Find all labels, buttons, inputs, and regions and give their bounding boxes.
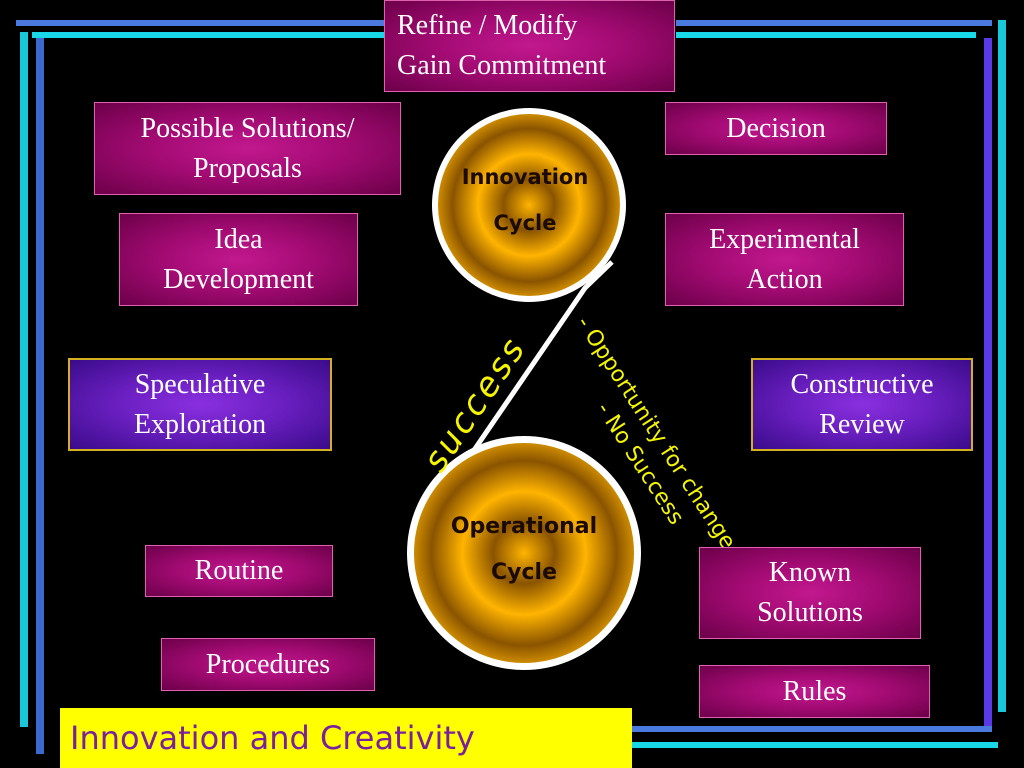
decision-label: Decision bbox=[726, 112, 826, 144]
idea-development-box: Idea Development bbox=[119, 213, 358, 306]
footer-title: Innovation and Creativity bbox=[60, 708, 632, 768]
experimental-action-box: Experimental Action bbox=[665, 213, 904, 306]
frame-bar-right-cyan bbox=[998, 20, 1006, 712]
known-solutions-line2: Solutions bbox=[757, 597, 863, 628]
idea-development-line2: Development bbox=[163, 263, 314, 295]
possible-solutions-line1: Possible Solutions/ bbox=[140, 112, 355, 144]
experimental-action-line2: Action bbox=[746, 263, 823, 295]
innovation-cycle-label-line2: Cycle bbox=[493, 211, 557, 235]
innovation-cycle-label-line1: Innovation bbox=[461, 165, 589, 189]
rules-box: Rules bbox=[699, 665, 930, 718]
idea-development-line1: Idea bbox=[214, 223, 263, 255]
constructive-review-box: Constructive Review bbox=[751, 358, 973, 451]
frame-bar-bottom-blue bbox=[632, 726, 992, 732]
frame-bar-top-cyan bbox=[32, 32, 384, 38]
rules-label: Rules bbox=[782, 675, 847, 707]
known-solutions-line1: Known bbox=[768, 557, 852, 588]
frame-bar-top-cyan-right bbox=[676, 32, 976, 38]
speculative-exploration-box: Speculative Exploration bbox=[68, 358, 332, 451]
operational-cycle-label-line1: Operational bbox=[450, 514, 598, 539]
experimental-action-line1: Experimental bbox=[709, 223, 860, 255]
innovation-cycle-label: Innovation Cycle bbox=[425, 154, 625, 246]
known-solutions-box: Known Solutions bbox=[699, 547, 921, 639]
routine-label: Routine bbox=[194, 555, 284, 586]
frame-bar-left-cyan bbox=[20, 32, 28, 727]
refine-modify-box: Refine / Modify Gain Commitment bbox=[384, 0, 675, 92]
procedures-box: Procedures bbox=[161, 638, 375, 691]
operational-cycle-label-line2: Cycle bbox=[491, 560, 557, 585]
frame-bar-bottom-cyan bbox=[632, 742, 998, 748]
possible-solutions-line2: Proposals bbox=[193, 152, 302, 184]
speculative-exploration-line1: Speculative bbox=[134, 368, 266, 400]
constructive-review-line1: Constructive bbox=[790, 368, 934, 400]
speculative-exploration-line2: Exploration bbox=[133, 408, 267, 440]
frame-bar-top-blue-right bbox=[676, 20, 992, 26]
frame-bar-top-blue bbox=[16, 20, 384, 26]
frame-bar-right-blue bbox=[984, 38, 992, 730]
possible-solutions-box: Possible Solutions/ Proposals bbox=[94, 102, 401, 195]
frame-bar-left-blue bbox=[36, 38, 44, 754]
refine-modify-line1: Refine / Modify bbox=[397, 10, 578, 41]
operational-cycle-label: Operational Cycle bbox=[422, 504, 626, 596]
routine-box: Routine bbox=[145, 545, 333, 597]
connector-path bbox=[452, 260, 614, 480]
constructive-review-line2: Review bbox=[819, 408, 905, 440]
decision-box: Decision bbox=[665, 102, 887, 155]
procedures-label: Procedures bbox=[205, 648, 331, 680]
refine-modify-line2: Gain Commitment bbox=[397, 50, 607, 81]
